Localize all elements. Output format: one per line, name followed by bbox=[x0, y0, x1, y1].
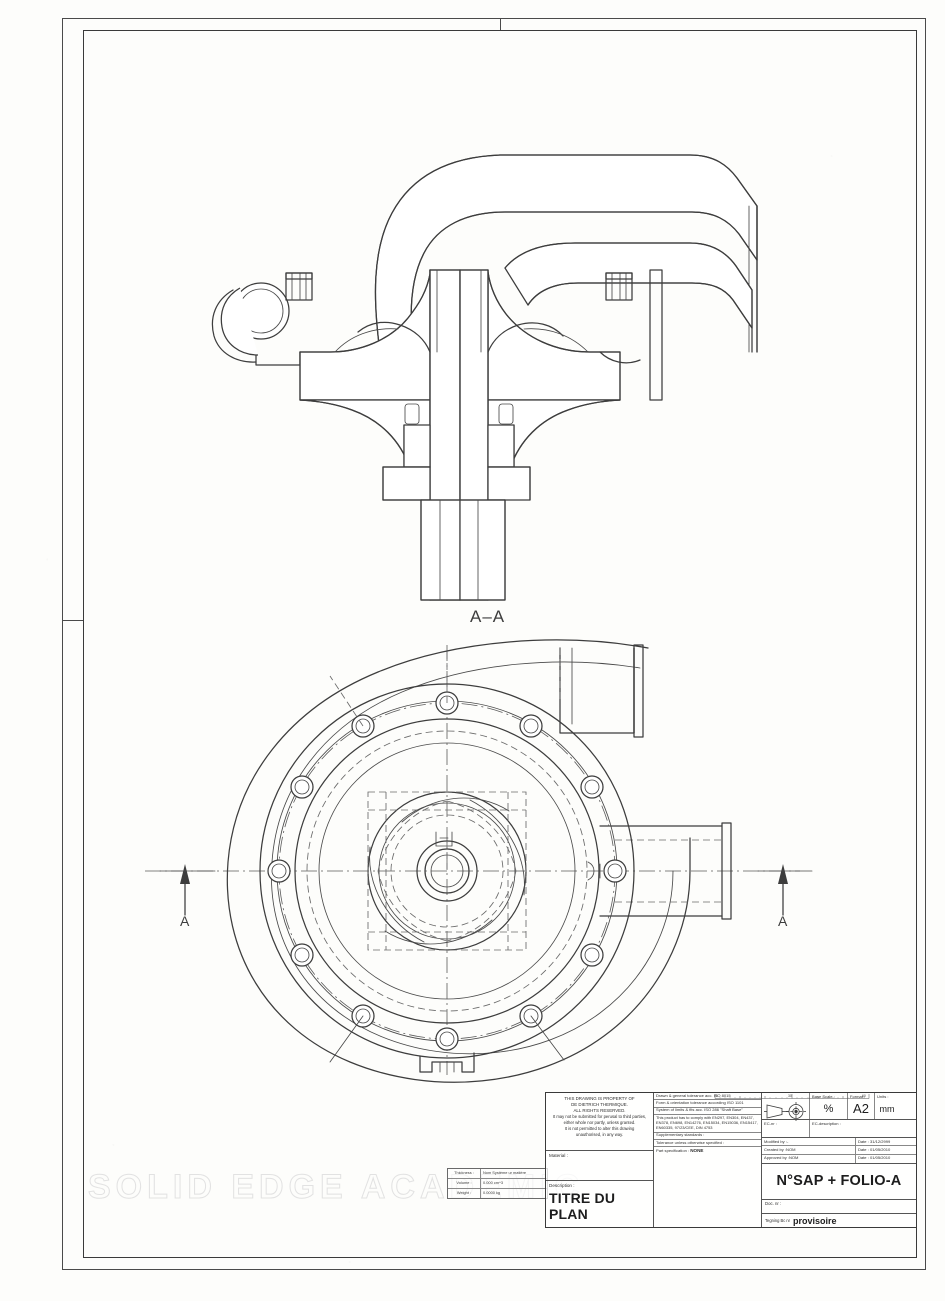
approval-date-value: 01/05/2010 bbox=[869, 1146, 891, 1152]
material-field[interactable]: Material : bbox=[546, 1151, 653, 1181]
approvals-table: Modified by :- Date : 31/12/2999 Created… bbox=[762, 1138, 916, 1164]
title-block-left-column: THIS DRAWING IS PROPERTY OF DE DIETRICH … bbox=[546, 1093, 654, 1227]
standard-row-supplementary: Supplementary standards : bbox=[654, 1133, 761, 1140]
property-notice-line: ALL RIGHTS RESERVED. bbox=[573, 1108, 626, 1114]
approval-name: NOM bbox=[788, 1155, 799, 1161]
sheet-frame-inner bbox=[83, 30, 917, 1258]
property-notice-line: It may not be submitted for perusal to t… bbox=[552, 1114, 647, 1120]
table-row: Approved by :NOM Date : 01/05/2010 bbox=[762, 1154, 916, 1163]
sheet-frame-outer bbox=[62, 18, 926, 1270]
base-scale-cell: Base Scale : % bbox=[810, 1093, 848, 1119]
title-block-right-column: 0 30 60 bbox=[714, 1093, 916, 1227]
tegning-value: provisoire bbox=[793, 1215, 837, 1226]
base-scale-value: % bbox=[823, 1102, 834, 1115]
sap-number: N°SAP + FOLIO-A bbox=[762, 1164, 916, 1200]
standard-row-tolerance: Tolerance unless otherwise specified : bbox=[654, 1140, 761, 1148]
approval-date-value: 31/12/2999 bbox=[869, 1138, 891, 1144]
projection-scale-row: 0 30 60 bbox=[714, 1093, 916, 1121]
description-label: Description : bbox=[549, 1183, 575, 1188]
ruler-tick-30: 30 bbox=[788, 1094, 792, 1098]
part-specification-row: Part specification : NONE bbox=[654, 1147, 761, 1227]
approval-date-label: Date : bbox=[858, 1138, 869, 1144]
ec-description-cell[interactable]: EC-description : bbox=[810, 1120, 916, 1137]
approval-role: Approved by : bbox=[764, 1155, 789, 1161]
mass-row-key: Weight : bbox=[448, 1189, 481, 1198]
mass-row-key: Thickness : bbox=[448, 1169, 481, 1178]
doc-nr-field[interactable]: Doc. nr : bbox=[762, 1200, 916, 1214]
approval-date-cell: Date : 01/05/2010 bbox=[856, 1146, 916, 1153]
ec-row: EC-nr : EC-description : bbox=[762, 1120, 916, 1138]
base-scale-label: Base Scale : bbox=[812, 1094, 835, 1099]
ruler-tick-0: 0 bbox=[716, 1094, 718, 1098]
mass-row-key: Volume : bbox=[448, 1179, 481, 1188]
approval-date-label: Date : bbox=[858, 1155, 869, 1161]
approval-role: Modified by : bbox=[764, 1138, 787, 1144]
ec-nr-cell[interactable]: EC-nr : bbox=[762, 1120, 810, 1137]
property-notice: THIS DRAWING IS PROPERTY OF DE DIETRICH … bbox=[546, 1093, 653, 1151]
approval-role-name: Approved by :NOM bbox=[762, 1154, 856, 1163]
standard-row-iso1101: Form & orientation tolerance according I… bbox=[654, 1100, 761, 1108]
property-notice-line: It is not permitted to alter this drawin… bbox=[564, 1125, 635, 1131]
units-cell: Units : mm bbox=[875, 1093, 899, 1119]
tegning-label: Tegning Bc nr bbox=[765, 1218, 791, 1223]
projection-symbol-cell: 0 30 60 bbox=[714, 1093, 870, 1121]
approval-date-value: 01/05/2010 bbox=[869, 1155, 891, 1161]
description-value: TITRE DU PLAN bbox=[549, 1190, 616, 1222]
table-row: Modified by :- Date : 31/12/2999 bbox=[762, 1138, 916, 1147]
approval-date-label: Date : bbox=[858, 1146, 869, 1152]
standards-column: Drawn & general tolerance acc. ISO 8015 … bbox=[654, 1093, 762, 1227]
standard-row-iso8015: Drawn & general tolerance acc. ISO 8015 bbox=[654, 1093, 761, 1101]
units-label: Units : bbox=[877, 1094, 889, 1099]
part-specification-value: NONE bbox=[690, 1147, 704, 1153]
approval-name: - bbox=[786, 1138, 789, 1144]
section-arrow-label-left: A bbox=[180, 913, 190, 929]
table-row: Created by :NOM Date : 01/05/2010 bbox=[762, 1146, 916, 1155]
mass-row-value: 0.0000 kg bbox=[483, 1189, 501, 1195]
section-view-label: A–A bbox=[470, 607, 506, 626]
property-notice-line: DE DIETRICH THERMIQUE. bbox=[571, 1102, 628, 1108]
ec-nr-label: EC-nr : bbox=[764, 1121, 777, 1126]
approval-date-cell: Date : 31/12/2999 bbox=[856, 1138, 916, 1145]
ruler-tick-60: 60 bbox=[862, 1094, 866, 1098]
standard-row-iso286: System of limits & fits acc. ISO 286 "Sh… bbox=[654, 1108, 761, 1115]
title-block: THIS DRAWING IS PROPERTY OF DE DIETRICH … bbox=[545, 1092, 917, 1228]
standard-row-en-compliance: This product has to comply with EN297, E… bbox=[654, 1115, 761, 1133]
table-row: Volume : 0.000 cm^3 bbox=[448, 1179, 547, 1189]
approval-role: Created by : bbox=[764, 1146, 787, 1152]
approval-date-cell: Date : 01/05/2010 bbox=[856, 1155, 916, 1163]
mass-properties-table: Thickness : Nom Système ur matière Volum… bbox=[447, 1168, 548, 1199]
mass-row-value: 0.000 cm^3 bbox=[483, 1179, 503, 1185]
approval-role-name: Created by :NOM bbox=[762, 1146, 856, 1154]
table-row: Thickness : Nom Système ur matière bbox=[448, 1169, 547, 1179]
format-value: A2 bbox=[853, 1101, 869, 1116]
format-cell: Format : A2 bbox=[848, 1093, 875, 1119]
property-notice-line: THIS DRAWING IS PROPERTY OF bbox=[564, 1096, 635, 1101]
approval-role-name: Modified by :- bbox=[762, 1138, 856, 1146]
approval-name: NOM bbox=[786, 1146, 796, 1152]
property-notice-line: unauthorised, in any way. bbox=[575, 1131, 624, 1137]
format-label: Format : bbox=[850, 1094, 866, 1099]
scale-ruler: 0 30 60 bbox=[714, 1093, 870, 1100]
part-specification-label: Part specification : bbox=[656, 1147, 690, 1153]
first-angle-projection-icon bbox=[764, 1102, 806, 1121]
mass-row-value: Nom Système ur matière bbox=[483, 1169, 527, 1175]
property-notice-line: either whole nor partly, unless granted. bbox=[563, 1120, 636, 1126]
border-tick-top bbox=[500, 18, 502, 30]
ec-description-label: EC-description : bbox=[812, 1121, 841, 1126]
table-row: Weight : 0.0000 kg bbox=[448, 1189, 547, 1198]
material-label: Material : bbox=[549, 1153, 568, 1158]
section-arrow-label-right: A bbox=[778, 913, 788, 929]
doc-nr-label: Doc. nr : bbox=[765, 1201, 782, 1206]
tegning-field[interactable]: Tegning Bc nr provisoire bbox=[762, 1214, 916, 1227]
units-value: mm bbox=[879, 1103, 895, 1114]
description-field[interactable]: Description : TITRE DU PLAN bbox=[546, 1181, 653, 1227]
border-tick-left bbox=[62, 620, 83, 622]
